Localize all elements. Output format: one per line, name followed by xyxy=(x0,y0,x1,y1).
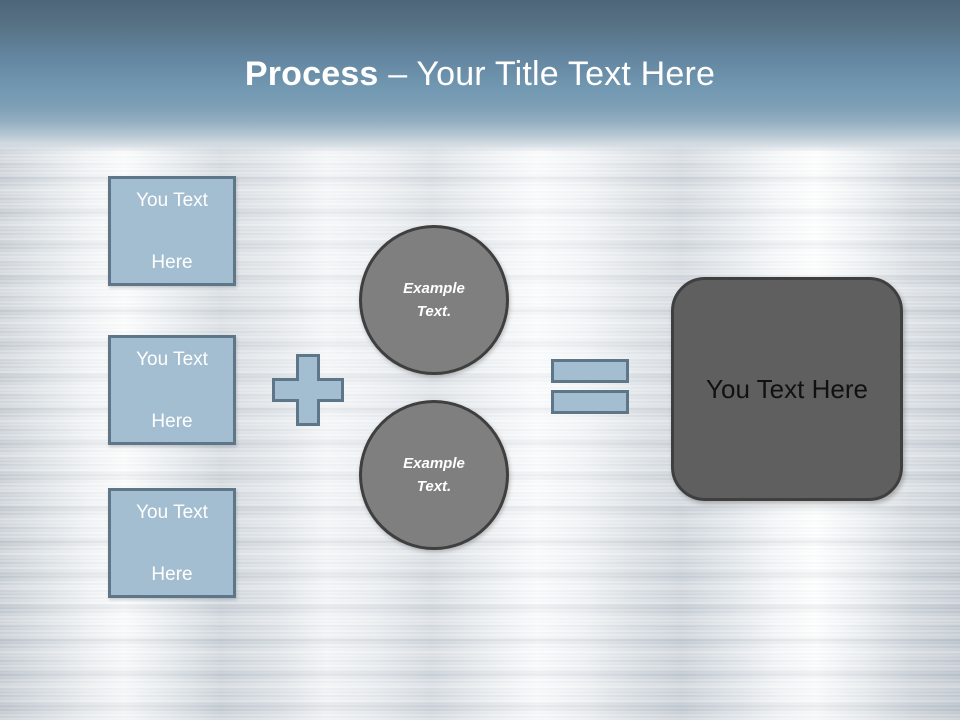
equals-icon-bar-top xyxy=(551,359,629,383)
input-box-2[interactable]: You Text Here xyxy=(108,335,236,445)
page-title: Process – Your Title Text Here xyxy=(0,52,960,96)
result-box[interactable]: You Text Here xyxy=(671,277,903,501)
input-box-1-line1: You Text xyxy=(136,189,208,211)
page-title-rest: – Your Title Text Here xyxy=(378,55,716,93)
example-circle-2-line2: Text. xyxy=(416,478,452,495)
example-circle-1-line2: Text. xyxy=(416,303,452,320)
input-box-2-line2: Here xyxy=(151,410,193,432)
page-title-bold: Process xyxy=(244,55,379,93)
result-box-label: You Text Here xyxy=(706,373,868,404)
equals-icon-bar-bottom xyxy=(551,390,629,414)
example-circle-1[interactable]: Example Text. xyxy=(359,225,509,375)
input-box-2-line1: You Text xyxy=(136,348,208,370)
example-circle-1-line1: Example xyxy=(403,280,465,297)
plus-icon xyxy=(272,354,344,426)
example-circle-2-line1: Example xyxy=(403,455,465,472)
example-circle-2[interactable]: Example Text. xyxy=(359,400,509,550)
input-box-1-line2: Here xyxy=(151,251,193,273)
equals-icon xyxy=(551,359,629,414)
input-box-3-line1: You Text xyxy=(136,501,208,523)
input-box-3-line2: Here xyxy=(151,563,193,585)
input-box-1[interactable]: You Text Here xyxy=(108,176,236,286)
plus-icon-fill-vertical xyxy=(299,357,317,423)
header-banner: Process – Your Title Text Here xyxy=(0,0,960,152)
input-box-3[interactable]: You Text Here xyxy=(108,488,236,598)
